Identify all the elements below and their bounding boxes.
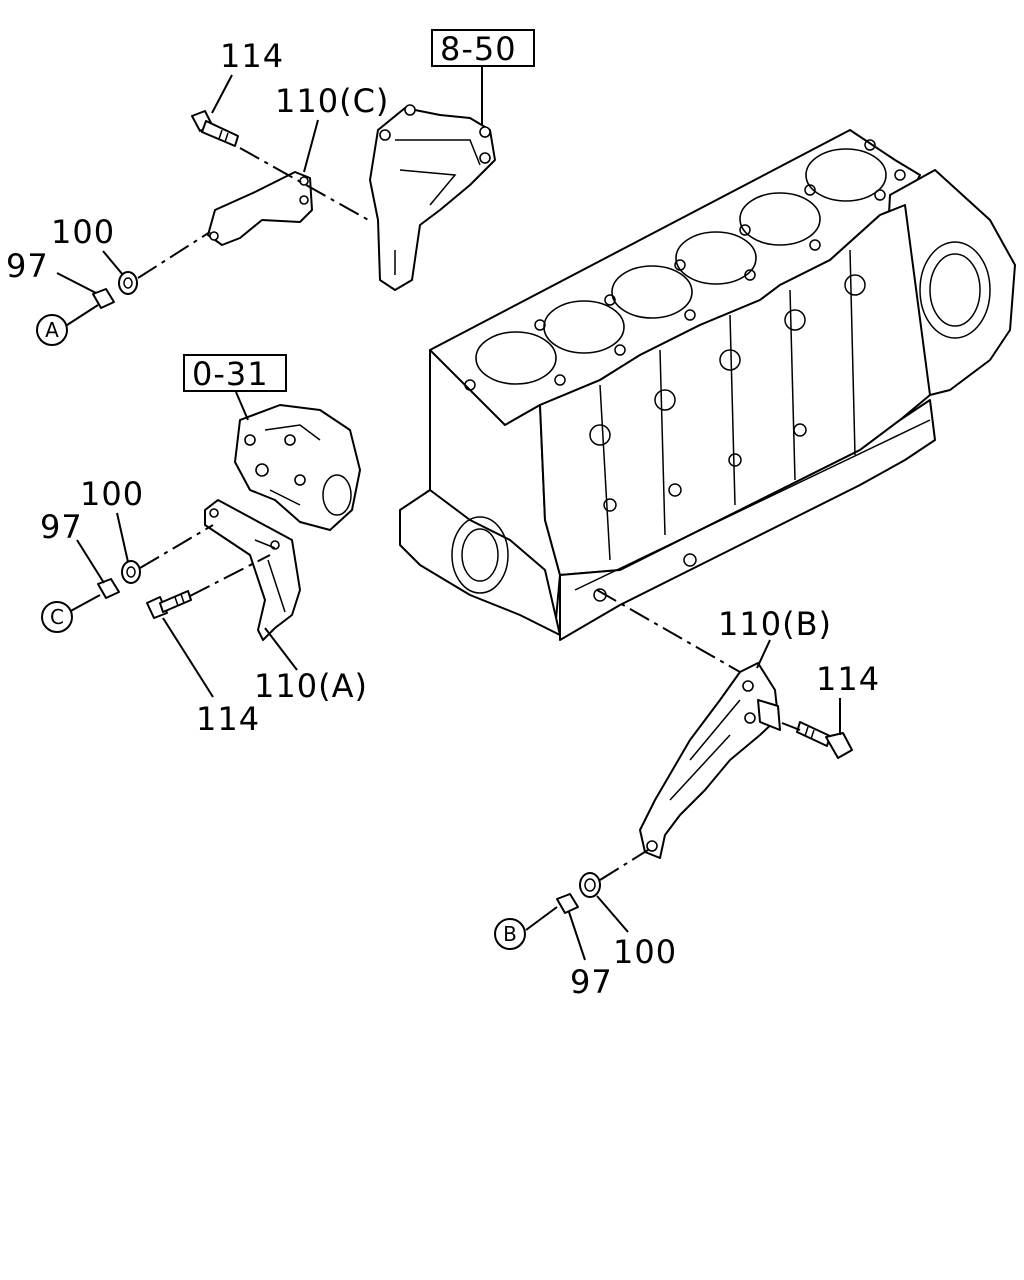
bracket-group-a: 100 97 110(A) 114 C 0-31 <box>40 354 368 738</box>
washer-c-part <box>118 271 138 295</box>
ref-8-50-label: 8-50 <box>440 30 517 68</box>
marker-c: C <box>41 601 73 633</box>
marker-b: B <box>494 918 526 950</box>
ref-box-0-31: 0-31 <box>183 354 287 393</box>
ref-box-8-50: 8-50 <box>431 29 535 68</box>
label-collar-97-c: 97 <box>6 247 49 285</box>
label-washer-100-b: 100 <box>613 933 677 971</box>
washer-a-part <box>121 560 141 584</box>
marker-c-label: C <box>50 605 64 629</box>
bolt-b-part <box>796 721 853 759</box>
label-collar-97-a: 97 <box>40 508 83 546</box>
marker-a-label: A <box>45 318 59 342</box>
engine-block <box>399 129 1016 641</box>
bracket-110a-part <box>204 499 301 641</box>
collar-c-part <box>92 288 115 309</box>
label-bolt-114-c: 114 <box>220 37 284 75</box>
collar-b-part <box>556 893 579 914</box>
bolt-c-part <box>191 110 239 147</box>
label-bracket-110c: 110(C) <box>275 82 389 120</box>
ref-0-31-label: 0-31 <box>192 355 269 393</box>
label-washer-100-a: 100 <box>80 475 144 513</box>
bracket-group-b: 110(B) 114 100 97 B <box>494 589 880 1001</box>
collar-a-part <box>97 578 120 599</box>
marker-b-label: B <box>503 922 517 946</box>
bracket-110b-part <box>639 662 779 859</box>
label-bracket-110b: 110(B) <box>718 605 832 643</box>
label-bolt-114-b: 114 <box>816 660 880 698</box>
bracket-110c-part <box>207 171 313 246</box>
bracket-group-c: 114 110(C) 100 97 A 8-50 <box>6 29 535 346</box>
label-washer-100-c: 100 <box>51 213 115 251</box>
washer-b-part <box>579 872 601 898</box>
label-bolt-114-a: 114 <box>196 700 260 738</box>
label-bracket-110a: 110(A) <box>254 667 368 705</box>
label-collar-97-b: 97 <box>570 963 613 1001</box>
alternator-bracket-part <box>369 104 496 291</box>
injection-pump-part <box>234 404 361 531</box>
bolt-a-part <box>146 590 192 619</box>
marker-a: A <box>36 314 68 346</box>
